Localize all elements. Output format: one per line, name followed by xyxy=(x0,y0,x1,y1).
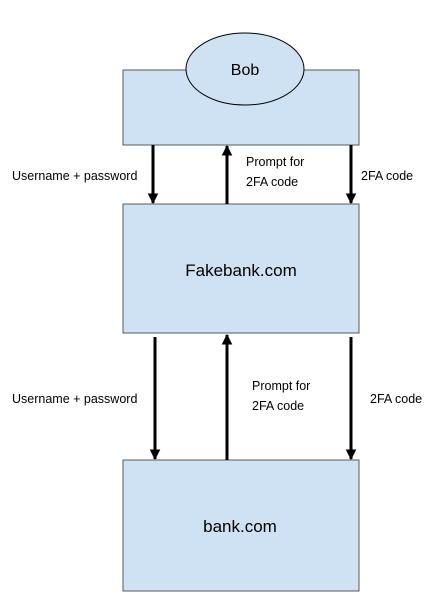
bottom-prompt-label-line2: 2FA code xyxy=(252,399,304,413)
top-prompt-label-line1: Prompt for xyxy=(246,155,304,169)
bottom-credentials-label: Username + password xyxy=(12,392,137,406)
bob-ellipse xyxy=(185,32,305,106)
bank-box xyxy=(122,459,360,592)
bottom-prompt-label-line1: Prompt for xyxy=(252,379,310,393)
bottom-2fa-label: 2FA code xyxy=(370,392,422,406)
top-2fa-label: 2FA code xyxy=(361,169,413,183)
top-prompt-label-line2: 2FA code xyxy=(246,175,298,189)
top-credentials-label: Username + password xyxy=(12,169,137,183)
bank-label: bank.com xyxy=(203,517,277,536)
fakebank-box xyxy=(122,203,360,334)
fakebank-label: Fakebank.com xyxy=(185,261,297,280)
bob-label: Bob xyxy=(231,62,260,79)
